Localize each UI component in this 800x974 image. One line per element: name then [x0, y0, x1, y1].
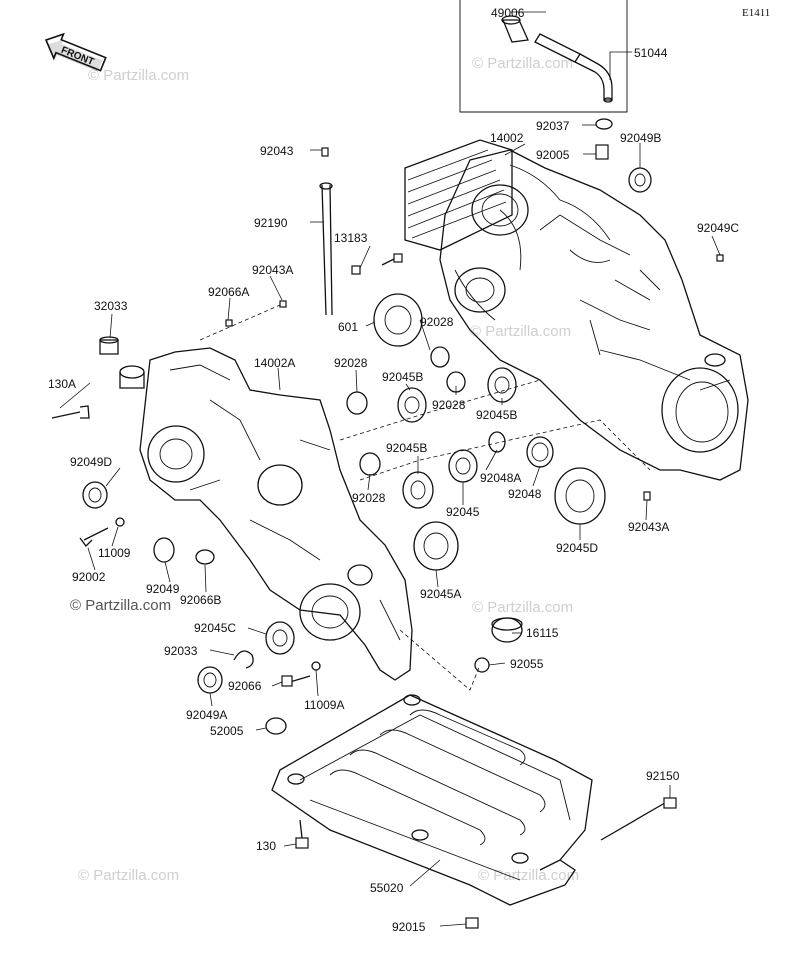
label-92066A: 92066A	[208, 285, 249, 299]
label-92005: 92005	[536, 148, 570, 162]
diagram-code: E1411	[742, 7, 770, 19]
label-92048A: 92048A	[480, 471, 521, 485]
label-92043: 92043	[260, 144, 294, 158]
bearing-601	[373, 293, 423, 347]
watermark-dark: © Partzilla.com	[70, 597, 171, 614]
skid-plate-55020	[271, 694, 593, 906]
label-92049A: 92049A	[186, 708, 227, 722]
label-92028: 92028	[420, 315, 454, 329]
label-92049B: 92049B	[620, 131, 661, 145]
part-labels: 49006 51044 92037 14002 92049B 92005 920…	[48, 6, 739, 934]
bearing-92045B-lower	[402, 471, 434, 509]
label-11009A: 11009A	[304, 698, 344, 712]
oil-filler-cap-16115	[491, 617, 523, 643]
plug-92066B	[195, 549, 215, 565]
cap-32033	[99, 336, 119, 355]
crankcase-upper	[404, 139, 749, 481]
label-92045C: 92045C	[194, 621, 236, 635]
watermark: © Partzilla.com	[88, 67, 189, 84]
breather-hose-group	[459, 0, 628, 113]
label-92033: 92033	[164, 644, 198, 658]
label-92190: 92190	[254, 216, 288, 230]
label-92049: 92049	[146, 582, 180, 596]
label-92045B: 92045B	[476, 408, 517, 422]
circlip-92033	[233, 650, 254, 669]
label-49006: 49006	[491, 6, 525, 20]
label-13183: 13183	[334, 231, 368, 245]
alignment-lines	[199, 304, 651, 691]
watermark: © Partzilla.com	[478, 867, 579, 884]
watermark: © Partzilla.com	[470, 323, 571, 340]
watermark: © Partzilla.com	[472, 55, 573, 72]
label-55020: 55020	[370, 881, 404, 895]
label-92045: 92045	[446, 505, 480, 519]
label-130: 130	[256, 839, 276, 853]
label-92037: 92037	[536, 119, 570, 133]
label-92049D: 92049D	[70, 455, 112, 469]
label-92028: 92028	[334, 356, 368, 370]
label-92028: 92028	[432, 398, 466, 412]
label-130A: 130A	[48, 377, 76, 391]
label-92150: 92150	[646, 769, 680, 783]
label-92028: 92028	[352, 491, 386, 505]
label-92055: 92055	[510, 657, 544, 671]
label-51044: 51044	[634, 46, 668, 60]
label-32033: 32033	[94, 299, 128, 313]
watermark: © Partzilla.com	[472, 599, 573, 616]
seal-92048A	[488, 431, 506, 453]
label-92045B: 92045B	[386, 441, 427, 455]
crankcase-lower	[119, 347, 413, 681]
label-92002: 92002	[72, 570, 106, 584]
o-ring-92055	[474, 657, 490, 673]
label-92015: 92015	[392, 920, 426, 934]
label-14002A: 14002A	[254, 356, 295, 370]
label-92066: 92066	[228, 679, 262, 693]
label-92045A: 92045A	[420, 587, 461, 601]
leader-lines	[59, 11, 721, 927]
label-92049C: 92049C	[697, 221, 739, 235]
bearing-92045	[448, 449, 478, 483]
label-52005: 52005	[210, 724, 244, 738]
label-16115: 16115	[526, 626, 559, 640]
label-92043A: 92043A	[628, 520, 669, 534]
label-92066B: 92066B	[180, 593, 221, 607]
label-92043A: 92043A	[252, 263, 293, 277]
bearing-92045B-right	[487, 367, 517, 403]
label-92045B: 92045B	[382, 370, 423, 384]
label-11009: 11009	[98, 546, 131, 560]
label-601: 601	[338, 320, 358, 334]
label-92048: 92048	[508, 487, 542, 501]
label-14002: 14002	[490, 131, 524, 145]
dipstick-92190	[319, 147, 333, 316]
bolts	[51, 118, 724, 929]
watermark: © Partzilla.com	[78, 867, 179, 884]
seal-92048	[526, 436, 554, 468]
bearing-92045B-upper	[397, 387, 427, 423]
bearing-92045A	[413, 521, 459, 571]
bearing-92045C	[265, 621, 295, 655]
cap-52005	[265, 717, 287, 735]
bearing-92045D	[554, 467, 606, 525]
front-arrow-icon: FRONT	[44, 32, 107, 72]
label-92045D: 92045D	[556, 541, 598, 555]
